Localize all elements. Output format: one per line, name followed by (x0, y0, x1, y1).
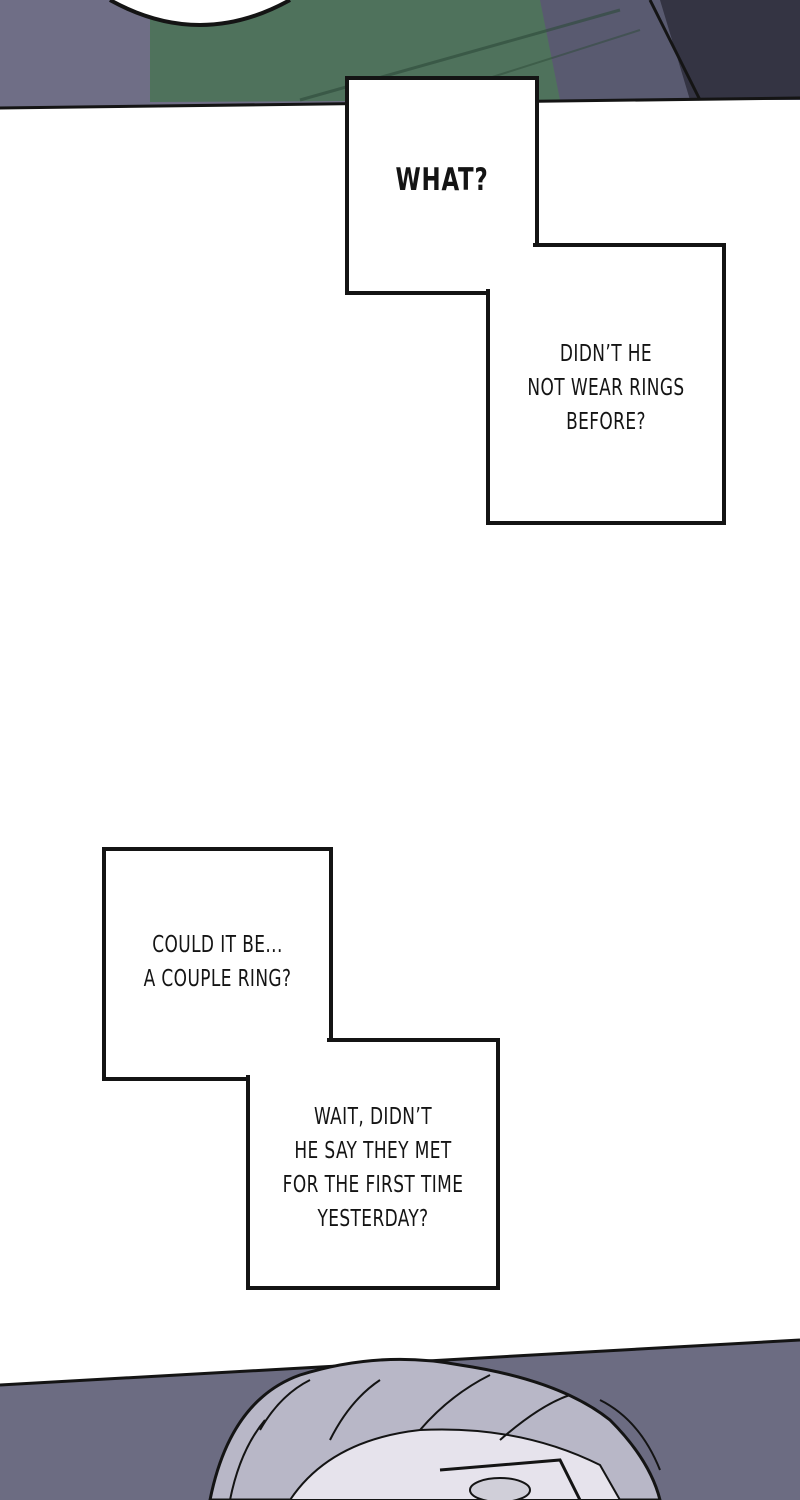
bottom-panel (0, 1338, 800, 1500)
caption-group-1 (345, 76, 726, 525)
caption-couple-ring: COULD IT BE... A COUPLE RING? (143, 932, 292, 992)
character-face-icon (208, 1357, 662, 1500)
caption-rings-before: DIDN’T HE NOT WEAR RINGS BEFORE? (527, 341, 685, 435)
caption-first-time-yesterday: WAIT, DIDN’T HE SAY THEY MET FOR THE FIR… (282, 1104, 464, 1232)
caption-what: WHAT? (395, 162, 489, 198)
caption-group-2 (102, 847, 500, 1290)
